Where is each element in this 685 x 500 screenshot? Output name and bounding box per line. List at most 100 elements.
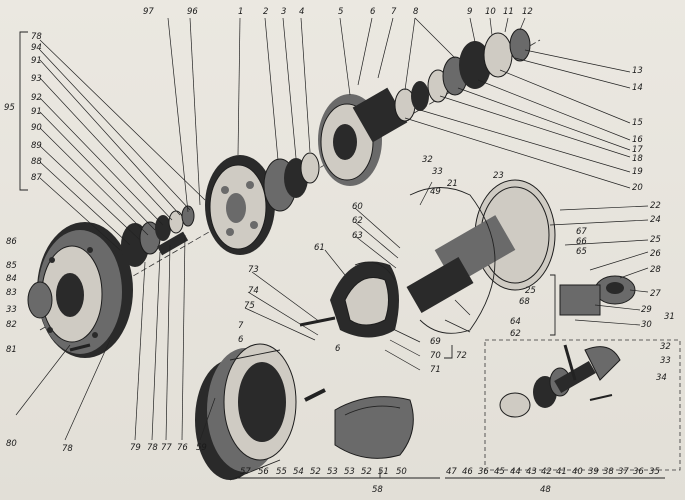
label-19: 19 bbox=[632, 167, 643, 177]
bracket-95 bbox=[19, 31, 28, 191]
ring-gear bbox=[205, 155, 275, 255]
label-58: 58 bbox=[372, 485, 383, 495]
label-12: 12 bbox=[522, 7, 533, 17]
hub-drum-assembly bbox=[27, 222, 133, 358]
label-28: 28 bbox=[650, 265, 661, 275]
label-43: 43 bbox=[526, 467, 537, 477]
label-50: 50 bbox=[396, 467, 407, 477]
label-16: 16 bbox=[632, 135, 643, 145]
label-18: 18 bbox=[632, 154, 643, 164]
label-76: 76 bbox=[177, 443, 188, 453]
bracket-72 bbox=[444, 345, 453, 359]
label-91b: 91 bbox=[31, 107, 42, 117]
label-1: 1 bbox=[238, 7, 244, 17]
cam-adjuster-assembly bbox=[484, 339, 681, 471]
label-34: 34 bbox=[656, 373, 667, 383]
label-33a: 33 bbox=[432, 167, 443, 177]
label-36b: 36 bbox=[633, 467, 644, 477]
label-6c: 6 bbox=[335, 344, 341, 354]
label-75: 75 bbox=[244, 301, 255, 311]
label-72: 72 bbox=[456, 351, 467, 361]
label-68: 68 bbox=[519, 297, 530, 307]
label-84: 84 bbox=[6, 274, 17, 284]
label-14: 14 bbox=[632, 83, 643, 93]
label-31: 31 bbox=[664, 312, 675, 322]
label-33b: 33 bbox=[660, 356, 671, 366]
label-13: 13 bbox=[632, 66, 643, 76]
label-51: 51 bbox=[378, 467, 389, 477]
label-41: 41 bbox=[556, 467, 567, 477]
label-83: 83 bbox=[6, 288, 17, 298]
housing-flange bbox=[318, 87, 408, 186]
label-48: 48 bbox=[540, 485, 551, 495]
label-35: 35 bbox=[649, 467, 660, 477]
label-69: 69 bbox=[430, 337, 441, 347]
label-62a: 62 bbox=[510, 329, 521, 339]
label-94: 94 bbox=[31, 43, 42, 53]
label-56: 56 bbox=[258, 467, 269, 477]
label-46: 46 bbox=[462, 467, 473, 477]
label-95: 95 bbox=[4, 103, 15, 113]
label-17: 17 bbox=[632, 145, 643, 155]
label-22: 22 bbox=[650, 201, 661, 211]
label-11: 11 bbox=[503, 7, 514, 17]
label-5: 5 bbox=[338, 7, 344, 17]
label-64: 64 bbox=[510, 317, 521, 327]
label-7: 7 bbox=[391, 7, 397, 17]
brake-drum bbox=[195, 343, 297, 481]
label-32: 32 bbox=[422, 155, 433, 165]
label-73: 73 bbox=[248, 265, 259, 275]
label-78c: 78 bbox=[147, 443, 158, 453]
label-57: 57 bbox=[240, 467, 251, 477]
label-93: 93 bbox=[31, 74, 42, 84]
label-8: 8 bbox=[413, 7, 419, 17]
label-32b: 32 bbox=[660, 342, 671, 352]
label-45: 45 bbox=[494, 467, 505, 477]
label-53a: 53 bbox=[327, 467, 338, 477]
label-91a: 91 bbox=[31, 56, 42, 66]
label-85: 85 bbox=[6, 261, 17, 271]
label-38: 38 bbox=[603, 467, 614, 477]
label-49: 49 bbox=[430, 187, 441, 197]
label-20: 20 bbox=[632, 183, 643, 193]
label-78a: 78 bbox=[31, 32, 42, 42]
label-25a: 25 bbox=[650, 235, 661, 245]
label-52a: 52 bbox=[310, 467, 321, 477]
label-9: 9 bbox=[467, 7, 473, 17]
brake-shoe bbox=[304, 388, 414, 459]
label-78b: 78 bbox=[62, 444, 73, 454]
label-60: 60 bbox=[352, 202, 363, 212]
label-7b: 7 bbox=[238, 321, 244, 331]
label-25b: 25 bbox=[525, 286, 536, 296]
label-39: 39 bbox=[588, 467, 599, 477]
label-88: 88 bbox=[31, 157, 42, 167]
label-27: 27 bbox=[650, 289, 661, 299]
label-24: 24 bbox=[650, 215, 661, 225]
label-52b: 52 bbox=[361, 467, 372, 477]
label-74: 74 bbox=[248, 286, 259, 296]
label-90: 90 bbox=[31, 123, 42, 133]
label-87: 87 bbox=[31, 173, 42, 183]
label-2: 2 bbox=[263, 7, 269, 17]
label-82: 82 bbox=[6, 320, 17, 330]
bracket-31 bbox=[550, 274, 556, 336]
label-36a: 36 bbox=[478, 467, 489, 477]
label-53b: 53 bbox=[344, 467, 355, 477]
label-29: 29 bbox=[641, 305, 652, 315]
label-3: 3 bbox=[281, 7, 287, 17]
label-66: 66 bbox=[576, 237, 587, 247]
label-47: 47 bbox=[446, 467, 457, 477]
label-62: 62 bbox=[352, 216, 363, 226]
label-63: 63 bbox=[352, 231, 363, 241]
label-6b: 6 bbox=[238, 335, 244, 345]
label-81: 81 bbox=[6, 345, 17, 355]
label-61: 61 bbox=[314, 243, 325, 253]
label-21: 21 bbox=[447, 179, 458, 189]
label-54: 54 bbox=[293, 467, 304, 477]
label-55: 55 bbox=[276, 467, 287, 477]
label-40: 40 bbox=[572, 467, 583, 477]
seal-rings bbox=[394, 28, 531, 122]
axle-housing bbox=[406, 215, 636, 316]
label-70: 70 bbox=[430, 351, 441, 361]
